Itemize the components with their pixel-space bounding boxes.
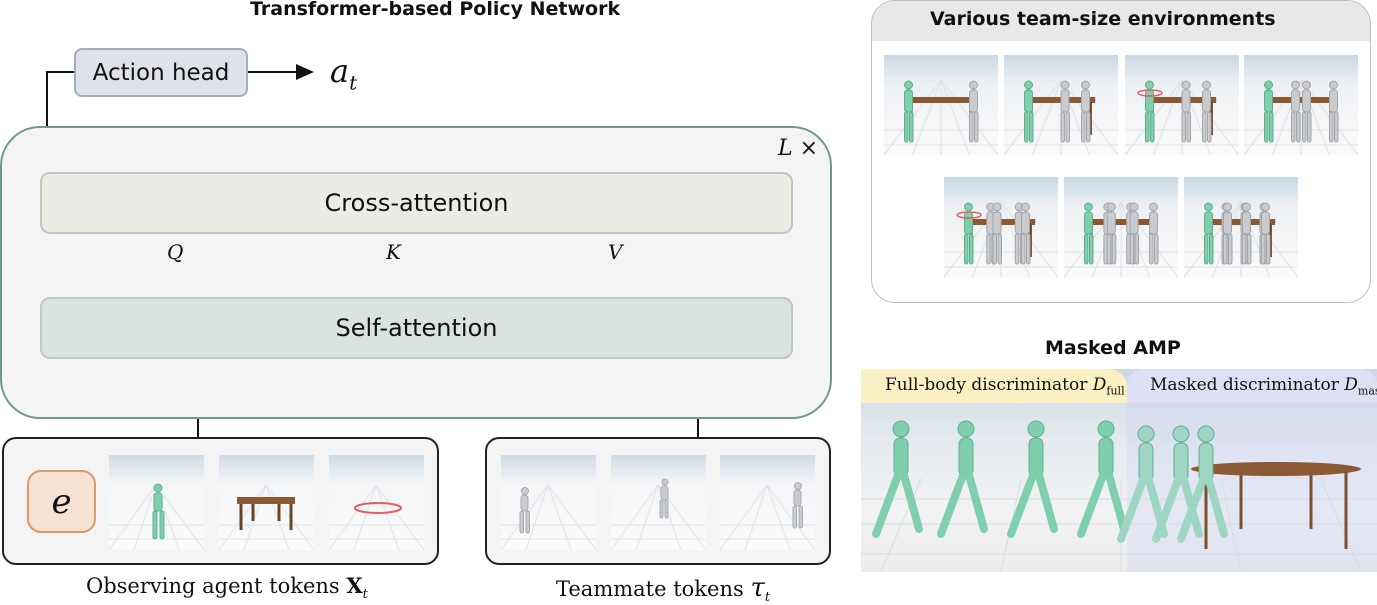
embedding-token: e [27,470,96,533]
team-size-header [872,1,1370,41]
repeat-label: L × [778,136,819,161]
action-head-box: Action head [74,48,248,97]
transformer-panel [0,126,832,419]
policy-network-title: Transformer-based Policy Network [250,0,621,20]
environment-thumbnail [944,177,1058,277]
masked-label: Masked discriminator Dmask [1150,375,1377,398]
team-size-title: Various team-size environments [930,8,1276,30]
environment-thumbnail [1125,55,1239,155]
teammate-tokens-caption: Teammate tokens τt [556,573,771,605]
teammate-icon [720,482,815,550]
environment-thumbnail [1064,177,1178,277]
teammate-icon [611,478,706,550]
k-label: K [386,240,401,264]
observing-target-thumbnail [329,455,424,550]
teammate-thumbnail-1 [501,455,596,550]
environment-thumbnail [1004,55,1118,155]
environment-thumbnail [884,55,998,155]
embedding-symbol: e [51,481,72,522]
walking-figures [872,420,1361,549]
v-label: V [608,240,623,264]
full-body-banner [861,369,1127,403]
character-icon [109,483,204,550]
teammate-thumbnail-3 [720,455,815,550]
q-label: Q [167,240,184,264]
self-attention-block: Self-attention [40,297,793,359]
cross-attention-block: Cross-attention [40,172,793,234]
teammate-icon [501,484,596,550]
action-head-label: Action head [92,59,230,86]
action-output-label: at [330,52,358,95]
environment-thumbnail [1244,55,1358,155]
masked-banner [1127,369,1377,403]
observing-self-thumbnail [109,455,204,550]
environment-thumbnail [1184,177,1298,277]
target-ring-icon [329,484,424,550]
table-icon [219,484,314,550]
observing-tokens-caption: Observing agent tokens Xt [86,573,368,603]
full-body-label: Full-body discriminator Dfull [885,375,1125,398]
teammate-thumbnail-2 [611,455,706,550]
cross-attention-label: Cross-attention [324,189,509,217]
masked-amp-title: Masked AMP [1045,337,1181,359]
self-attention-label: Self-attention [335,314,498,342]
observing-table-thumbnail [219,455,314,550]
